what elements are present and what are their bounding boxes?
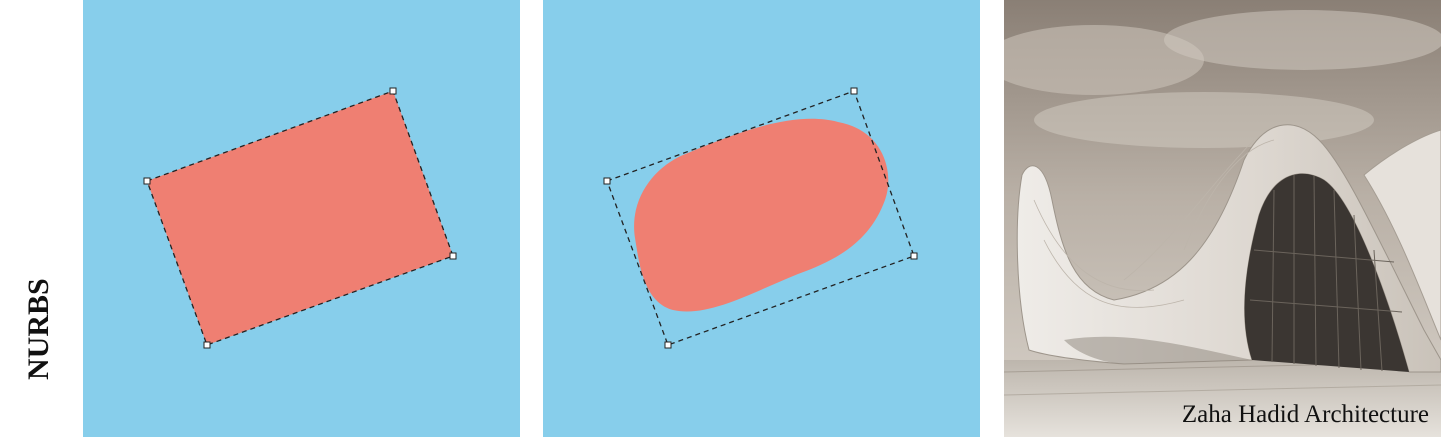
- filled-rectangle: [147, 91, 453, 345]
- control-polygon-canvas: [83, 0, 520, 437]
- facade-mullions: [1249, 175, 1403, 372]
- cloud: [1034, 92, 1374, 148]
- control-point[interactable]: [143, 177, 151, 185]
- building-shell: [1016, 124, 1441, 373]
- control-polygon-outline: [606, 90, 915, 346]
- architecture-photo-panel: Zaha Hadid Architecture: [1004, 0, 1441, 437]
- control-polygon-panel: [83, 0, 520, 437]
- side-label-text: NURBS: [22, 278, 55, 380]
- photo-caption: Zaha Hadid Architecture: [1181, 401, 1429, 428]
- plaza-line: [1004, 384, 1441, 396]
- glass-facade: [1244, 173, 1409, 372]
- arch-shadow: [1064, 336, 1252, 364]
- plaza-floor: [1004, 360, 1441, 437]
- building-wing: [1363, 129, 1441, 341]
- cloud: [1164, 10, 1441, 70]
- nurbs-curve-panel: [543, 0, 980, 437]
- control-point[interactable]: [850, 87, 858, 95]
- control-point[interactable]: [203, 341, 211, 349]
- control-point[interactable]: [449, 252, 457, 260]
- architecture-photo: [1004, 0, 1441, 437]
- control-point[interactable]: [389, 87, 397, 95]
- control-point[interactable]: [603, 177, 611, 185]
- panel-seams: [1033, 139, 1275, 308]
- cloud: [1004, 25, 1204, 95]
- nurbs-curve-canvas: [543, 0, 980, 437]
- side-label: NURBS: [0, 0, 60, 437]
- control-point[interactable]: [664, 341, 672, 349]
- nurbs-blob: [634, 118, 889, 312]
- control-point[interactable]: [910, 252, 918, 260]
- control-polygon-outline: [146, 90, 454, 346]
